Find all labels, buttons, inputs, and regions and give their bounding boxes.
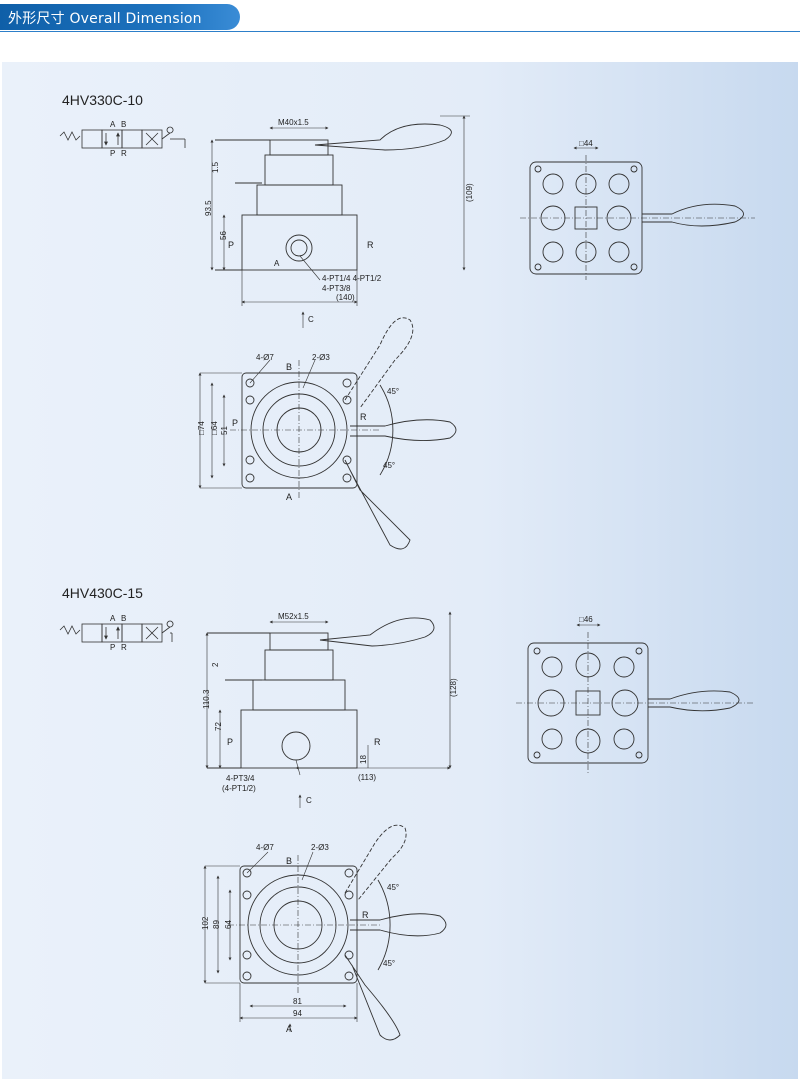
top-holes-2: 4-Ø7 — [256, 843, 274, 852]
front-ports-line1-2: 4-PT3/4 — [226, 774, 255, 783]
symbol-port-b-2: B — [121, 614, 126, 623]
top-pins-1: 2-Ø3 — [312, 353, 330, 362]
top-port-a-1: A — [286, 492, 292, 502]
symbol-port-a-2: A — [110, 614, 116, 623]
top-angle2-2: 45° — [383, 959, 395, 968]
top-dim-94-2: 94 — [293, 1009, 302, 1018]
header-title: 外形尺寸 Overall Dimension — [8, 11, 202, 27]
top-angle1-1: 45° — [387, 387, 399, 396]
front-height-2: (128) — [449, 678, 458, 697]
top-dim-51-1: 51 — [220, 426, 229, 435]
top-port-b-2: B — [286, 856, 292, 866]
front-port-p-2: P — [227, 737, 233, 747]
top-dim-74-1: □74 — [197, 421, 206, 435]
symbol-port-p: P — [110, 149, 115, 158]
top-view-2 — [239, 824, 447, 1041]
front-port-r-1: R — [367, 240, 374, 250]
front-port-r-2: R — [374, 737, 381, 747]
front-port-a-1: A — [274, 259, 280, 268]
model-title-1: 4HV330C-10 — [62, 92, 143, 108]
front-width-2: (113) — [358, 773, 376, 782]
header-bar: 外形尺寸 Overall Dimension — [0, 4, 240, 30]
front-thread-2: M52x1.5 — [278, 612, 309, 621]
top-port-b-1: B — [286, 362, 292, 372]
front-width-1: (140) — [336, 293, 355, 302]
front-port-p-1: P — [228, 240, 234, 250]
top-dim-102-2: 102 — [201, 916, 210, 930]
front-view-1 — [215, 123, 452, 271]
front-height-1: (109) — [465, 183, 474, 202]
top-angle1-2: 45° — [387, 883, 399, 892]
header-divider — [0, 31, 800, 32]
valve-symbol-1 — [59, 126, 186, 149]
top-port-r-2: R — [362, 910, 369, 920]
top-pins-2: 2-Ø3 — [311, 843, 329, 852]
front-dim-h2-1: 93.5 — [204, 200, 213, 216]
drawing-panel — [2, 62, 798, 1079]
symbol-port-p-2: P — [110, 643, 115, 652]
rear-square-2: □46 — [579, 615, 593, 624]
top-dim-64-2: 64 — [224, 920, 233, 929]
front-dim-h2-2: 110.3 — [202, 689, 211, 709]
symbol-port-r-2: R — [121, 643, 127, 652]
rear-square-1: □44 — [579, 139, 593, 148]
front-dim-h1-2: 2 — [211, 662, 220, 667]
top-port-r-1: R — [360, 412, 367, 422]
front-dim-h3-2: 72 — [214, 722, 223, 731]
top-holes-1: 4-Ø7 — [256, 353, 274, 362]
front-dim-h3-1: 56 — [219, 231, 228, 240]
model-title-2: 4HV430C-15 — [62, 585, 143, 601]
front-ports-line2-2: (4-PT1/2) — [222, 784, 256, 793]
top-dim-89-2: 89 — [212, 920, 221, 929]
front-thread-1: M40x1.5 — [278, 118, 309, 127]
front-dim-h1-1: 1.5 — [211, 161, 220, 173]
top-angle2-1: 45° — [383, 461, 395, 470]
top-port-a-2: A — [286, 1024, 292, 1034]
top-port-c-1: C — [308, 315, 314, 324]
front-view-2 — [207, 617, 435, 769]
top-dim-64-1: □64 — [210, 421, 219, 435]
front-ports-line2-1: 4-PT3/8 — [322, 284, 351, 293]
front-ports-line1-1: 4-PT1/4 4-PT1/2 — [322, 274, 382, 283]
symbol-port-b: B — [121, 120, 126, 129]
top-port-c-2: C — [306, 796, 312, 805]
top-port-p-1: P — [232, 418, 238, 428]
top-dim-81-2: 81 — [293, 997, 302, 1006]
top-view-1 — [241, 317, 457, 550]
valve-symbol-2 — [59, 620, 174, 643]
symbol-port-a: A — [110, 120, 116, 129]
front-dim-h4-2: 18 — [359, 755, 368, 764]
symbol-port-r: R — [121, 149, 127, 158]
